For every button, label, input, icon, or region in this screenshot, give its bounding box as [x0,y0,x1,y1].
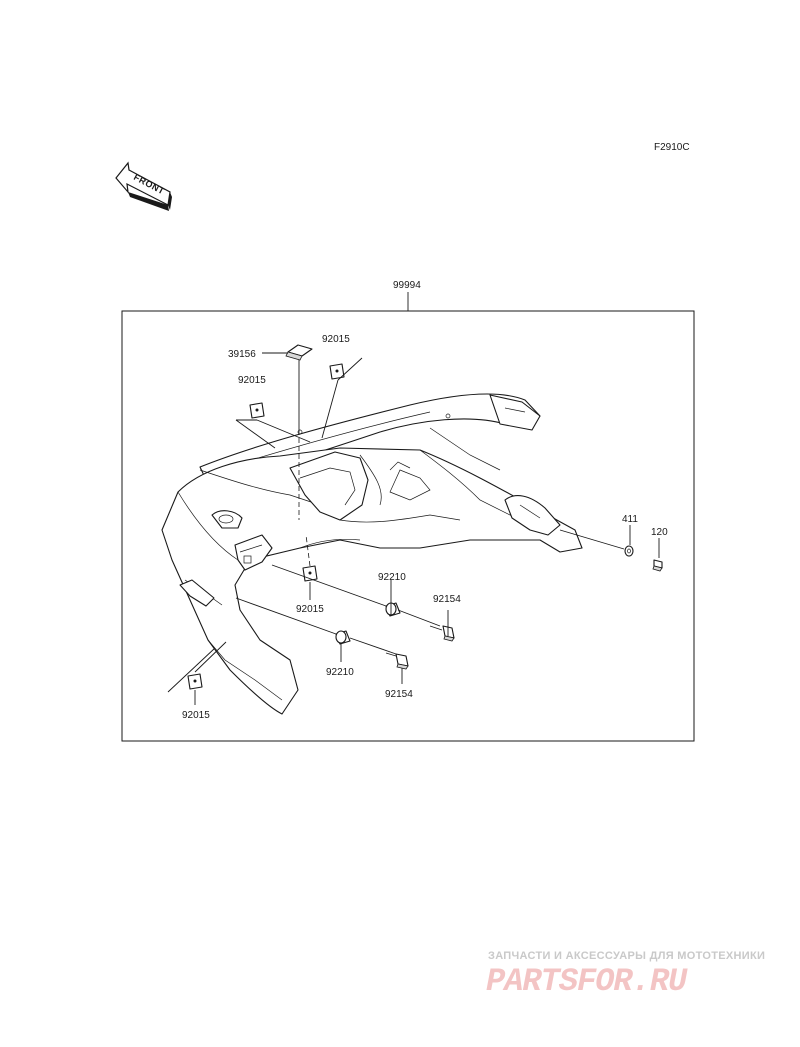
collar-92210-lower [335,630,351,645]
callout-411: 411 [622,514,638,525]
watermark-logo: PARTSFOR.RU [486,963,687,1000]
callout-92210-upper: 92210 [378,572,406,583]
callout-92015-mid: 92015 [296,604,324,615]
clip-92015-top-right [329,363,345,380]
assembly-number: 99994 [393,280,421,291]
callout-120: 120 [651,527,668,538]
callout-92154-lower: 92154 [385,689,413,700]
bolt-92154-lower [385,652,409,670]
front-arrow-icon: FRONT [115,161,172,211]
callout-92015-left: 92015 [238,375,266,386]
part-39156 [285,344,313,361]
leader-lines [167,352,660,705]
clip-92015-bottom [187,673,203,690]
collar-92210-upper [385,602,401,617]
watermark-tagline: ЗАПЧАСТИ И АКСЕССУАРЫ ДЛЯ МОТОТЕХНИКИ [488,950,766,962]
callout-92015-bottom: 92015 [182,710,210,721]
callout-92210-lower: 92210 [326,667,354,678]
screw-120 [652,559,663,572]
bolt-92154-upper [429,625,455,642]
callout-39156: 39156 [228,349,256,360]
fairing-drawing [161,393,583,715]
clip-92015-left [249,402,265,419]
assembly-frame [121,310,695,742]
callout-92154-upper: 92154 [433,594,461,605]
callout-92015-top-right: 92015 [322,334,350,345]
figure-code: F2910C [654,142,690,153]
washer-411 [624,545,634,557]
